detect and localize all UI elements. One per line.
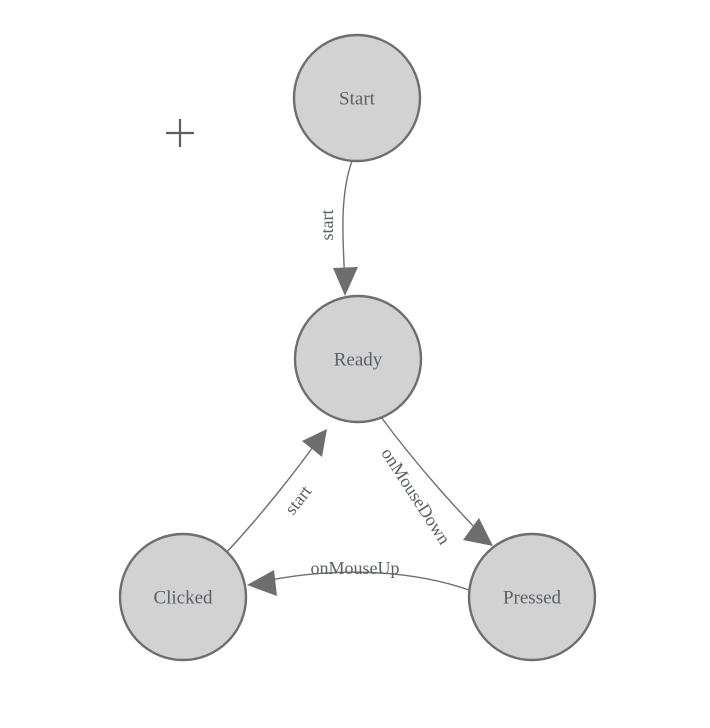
- edge-label-clicked-to-ready: start: [281, 482, 316, 519]
- edge-path-pressed-to-clicked[interactable]: [255, 571, 470, 591]
- arrowhead-icon-ready-to-pressed: [463, 518, 493, 546]
- node-start[interactable]: Start: [292, 33, 422, 163]
- node-ready[interactable]: Ready: [293, 294, 423, 424]
- node-circle-ready[interactable]: [293, 294, 423, 424]
- arrowhead-icon-start-to-ready: [333, 267, 358, 296]
- arrowhead-icon-clicked-to-ready: [302, 429, 327, 457]
- node-circle-pressed[interactable]: [467, 532, 597, 662]
- node-circle-start[interactable]: [292, 33, 422, 163]
- edge-path-clicked-to-ready[interactable]: [225, 436, 321, 554]
- node-layer: Start Ready Clicked Pressed: [118, 33, 597, 662]
- edge-start-to-ready[interactable]: start: [317, 160, 358, 296]
- edge-clicked-to-ready[interactable]: start: [225, 429, 327, 554]
- plus-marker-icon: [166, 119, 194, 147]
- edge-label-start-to-ready: start: [317, 210, 337, 241]
- node-pressed[interactable]: Pressed: [467, 532, 597, 662]
- edge-pressed-to-clicked[interactable]: onMouseUp: [247, 558, 470, 596]
- node-clicked[interactable]: Clicked: [118, 532, 248, 662]
- edge-label-pressed-to-clicked: onMouseUp: [311, 558, 400, 578]
- node-circle-clicked[interactable]: [118, 532, 248, 662]
- edge-path-ready-to-pressed[interactable]: [380, 416, 487, 540]
- arrowhead-icon-pressed-to-clicked: [247, 570, 277, 596]
- edge-ready-to-pressed[interactable]: onMouseDown: [377, 416, 493, 548]
- edge-label-ready-to-pressed: onMouseDown: [377, 444, 454, 548]
